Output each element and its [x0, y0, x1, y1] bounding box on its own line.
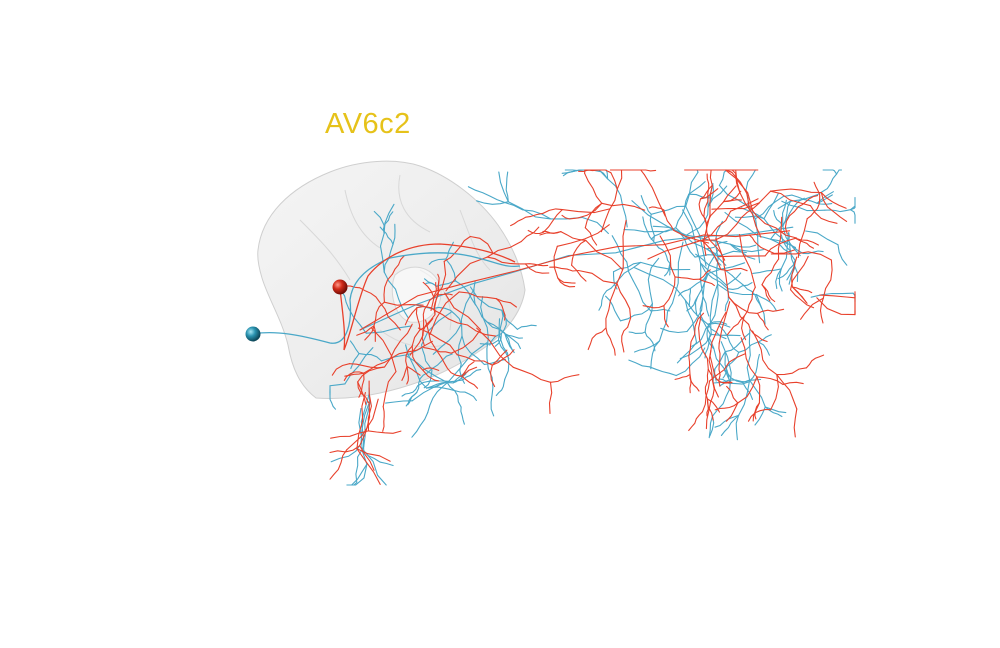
red-primary-neurite — [339, 243, 516, 351]
blue-soma-sphere-icon — [245, 326, 261, 342]
red-soma-sphere-icon — [332, 279, 348, 295]
neuron-type-label: AV6c2 — [325, 108, 411, 140]
neuropil-mesh — [257, 160, 526, 399]
blue-primary-neurite — [252, 252, 521, 344]
red-neuron-arbor — [329, 169, 856, 485]
